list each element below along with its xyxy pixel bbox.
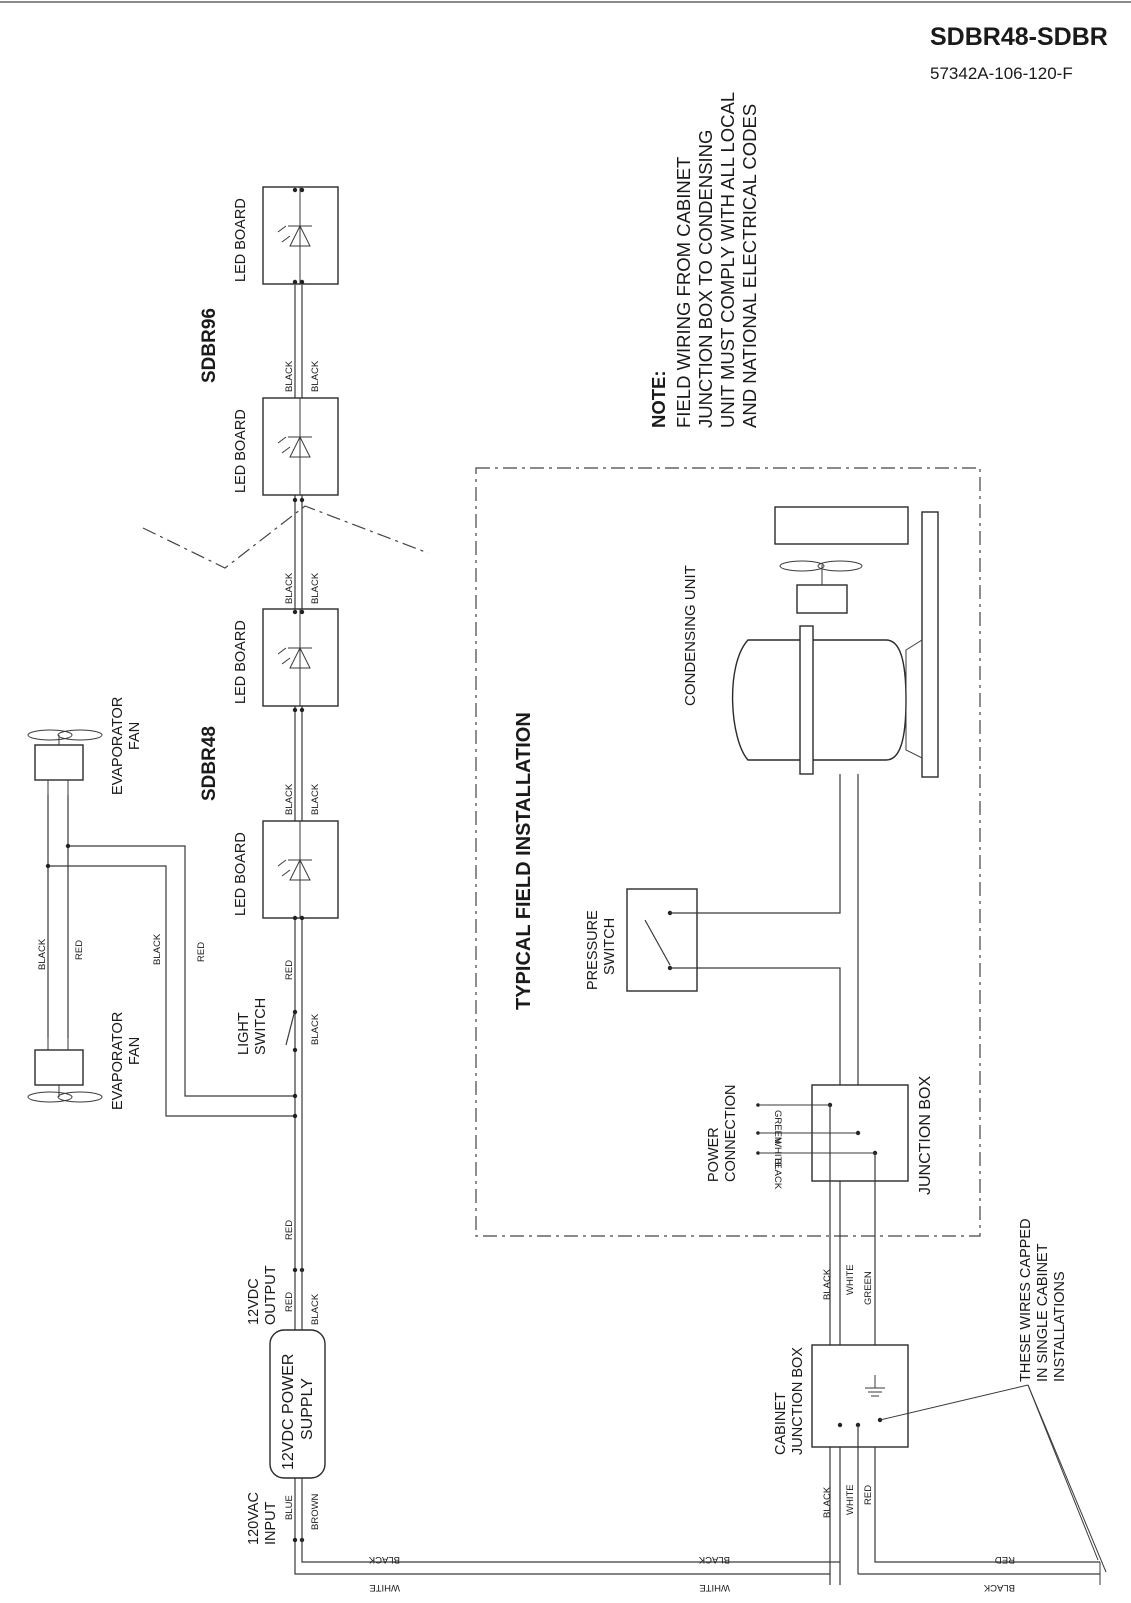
bottom-feed-wires: BLACK WHITE BLACK WHITE bbox=[294, 1554, 840, 1593]
field-installation-title: TYPICAL FIELD INSTALLATION bbox=[513, 712, 535, 1010]
chain-wire-black-2b: BLACK bbox=[310, 572, 321, 604]
input-wire-blue: BLUE bbox=[284, 1495, 295, 1520]
cabinet-break-line bbox=[142, 505, 429, 569]
power-supply: 12VDC POWER SUPPLY 12VDC OUTPUT RED BLAC… bbox=[246, 1075, 326, 1555]
cabinet-junction-label-2: JUNCTION BOX bbox=[790, 1347, 806, 1455]
note-line-4: AND NATIONAL ELECTRICAL CODES bbox=[739, 104, 760, 428]
chain-wire-black-1a: BLACK bbox=[284, 360, 295, 392]
page-subtitle: 57342A-106-120-F bbox=[930, 64, 1073, 83]
led-board-label-2: LED BOARD bbox=[233, 409, 249, 493]
evaporator-fan-bottom-label-1: EVAPORATOR bbox=[110, 1012, 126, 1110]
output-wire-black: BLACK bbox=[310, 1293, 321, 1325]
input-wire-brown: BROWN bbox=[310, 1493, 321, 1530]
field-wire-black: BLACK bbox=[822, 1268, 833, 1300]
field-wire-white: WHITE bbox=[845, 1264, 856, 1295]
supply-wire-red: RED bbox=[284, 1220, 295, 1240]
model-label-sdbr96: SDBR96 bbox=[199, 308, 220, 383]
cabinet-junction-box: CABINET JUNCTION BOX BLACK WHITE RED bbox=[773, 1344, 1100, 1574]
capped-wires-label-1: THESE WIRES CAPPED bbox=[1018, 1218, 1034, 1382]
output-wire-red: RED bbox=[284, 1292, 295, 1312]
pressure-switch: PRESSURE SWITCH bbox=[585, 888, 698, 992]
note-line-3: UNIT MUST COMPLY WITH ALL LOCAL bbox=[717, 92, 738, 428]
jb-wire-white: WHITE bbox=[772, 1138, 783, 1169]
jb-wire-green: GREEN bbox=[772, 1110, 783, 1144]
power-connection-label-1: POWER bbox=[706, 1127, 722, 1182]
capped-wire-black: BLACK bbox=[983, 1582, 1015, 1593]
chain-wire-black-1b: BLACK bbox=[310, 360, 321, 392]
feed-wire-white-2: WHITE bbox=[699, 1582, 730, 1593]
fan-wire-red-2: RED bbox=[196, 942, 207, 962]
model-label-sdbr48: SDBR48 bbox=[199, 726, 220, 801]
evaporator-fan-top-label-1: EVAPORATOR bbox=[110, 697, 126, 795]
cabinet-wire-red: RED bbox=[863, 1485, 874, 1505]
cabinet-junction-label-1: CABINET bbox=[773, 1392, 789, 1455]
power-connection-label-2: CONNECTION bbox=[723, 1085, 739, 1182]
chain-wire-black-2a: BLACK bbox=[284, 572, 295, 604]
page-title: SDBR48-SDBR bbox=[930, 23, 1108, 51]
field-wiring-note: NOTE: FIELD WIRING FROM CABINET JUNCTION… bbox=[648, 92, 760, 428]
led-board-label-4: LED BOARD bbox=[233, 832, 249, 916]
light-switch: LIGHT SWITCH bbox=[236, 998, 298, 1055]
led-board-2: LED BOARD bbox=[233, 397, 339, 496]
pressure-switch-label-1: PRESSURE bbox=[585, 910, 601, 990]
output-label-2: OUTPUT bbox=[263, 1265, 279, 1325]
light-switch-label-1: LIGHT bbox=[236, 1012, 252, 1055]
fan-wire-black-1: BLACK bbox=[37, 938, 48, 970]
feed-wire-black-1: BLACK bbox=[368, 1554, 400, 1565]
input-label-1: 120VAC bbox=[246, 1492, 262, 1545]
feed-wire-white-1: WHITE bbox=[369, 1582, 400, 1593]
capped-wire-red: RED bbox=[995, 1554, 1015, 1565]
input-label-2: INPUT bbox=[263, 1501, 279, 1545]
fan-wire-red-1: RED bbox=[74, 940, 85, 960]
feed-wire-black-2: BLACK bbox=[698, 1554, 730, 1565]
evaporator-fans: EVAPORATOR FAN EVAPORATOR FAN BLACK RED … bbox=[27, 697, 298, 1119]
note-line-1: FIELD WIRING FROM CABINET bbox=[673, 157, 694, 428]
power-supply-label-1: 12VDC POWER bbox=[280, 1354, 297, 1470]
condensing-unit: CONDENSING UNIT bbox=[682, 506, 939, 778]
led-board-label-1: LED BOARD bbox=[233, 198, 249, 282]
switch-wire-red: RED bbox=[284, 960, 295, 980]
fan-wire-black-2: BLACK bbox=[152, 933, 163, 965]
power-supply-label-2: SUPPLY bbox=[299, 1378, 316, 1440]
field-installation-boundary bbox=[475, 467, 981, 1237]
led-chain: LED BOARD LED BOARD LED BOARD bbox=[142, 186, 429, 1555]
field-wire-green: GREEN bbox=[863, 1271, 874, 1305]
led-board-label-3: LED BOARD bbox=[233, 620, 249, 704]
led-board-3: LED BOARD bbox=[233, 608, 339, 707]
led-board-4: LED BOARD bbox=[233, 820, 339, 919]
chain-wire-black-3b: BLACK bbox=[310, 783, 321, 815]
junction-box-label: JUNCTION BOX bbox=[917, 1076, 934, 1195]
field-installation: TYPICAL FIELD INSTALLATION CONDENSING UN… bbox=[475, 467, 981, 1585]
pressure-switch-label-2: SWITCH bbox=[602, 918, 618, 975]
output-label-1: 12VDC bbox=[246, 1278, 262, 1325]
cabinet-wire-black: BLACK bbox=[822, 1486, 833, 1518]
note-line-2: JUNCTION BOX TO CONDENSING bbox=[695, 130, 716, 428]
capped-wires-callout: RED BLACK THESE WIRES CAPPED IN SINGLE C… bbox=[858, 1218, 1107, 1593]
led-board-1: LED BOARD bbox=[233, 186, 339, 285]
switch-wire-black: BLACK bbox=[310, 1013, 321, 1045]
chain-wire-black-3a: BLACK bbox=[284, 783, 295, 815]
evaporator-fan-bottom-label-2: FAN bbox=[127, 1037, 143, 1065]
capped-wires-label-2: IN SINGLE CABINET bbox=[1035, 1243, 1051, 1382]
condensing-unit-label: CONDENSING UNIT bbox=[682, 565, 699, 706]
note-heading: NOTE: bbox=[648, 370, 669, 428]
capped-wires-label-3: INSTALLATIONS bbox=[1052, 1271, 1068, 1382]
cabinet-wire-white: WHITE bbox=[845, 1484, 856, 1515]
junction-box: GREEN WHITE BLACK JUNCTION BOX POWER CON… bbox=[706, 1076, 934, 1195]
light-switch-label-2: SWITCH bbox=[253, 998, 269, 1055]
evaporator-fan-top-label-2: FAN bbox=[127, 722, 143, 750]
jb-wire-black: BLACK bbox=[772, 1158, 783, 1190]
